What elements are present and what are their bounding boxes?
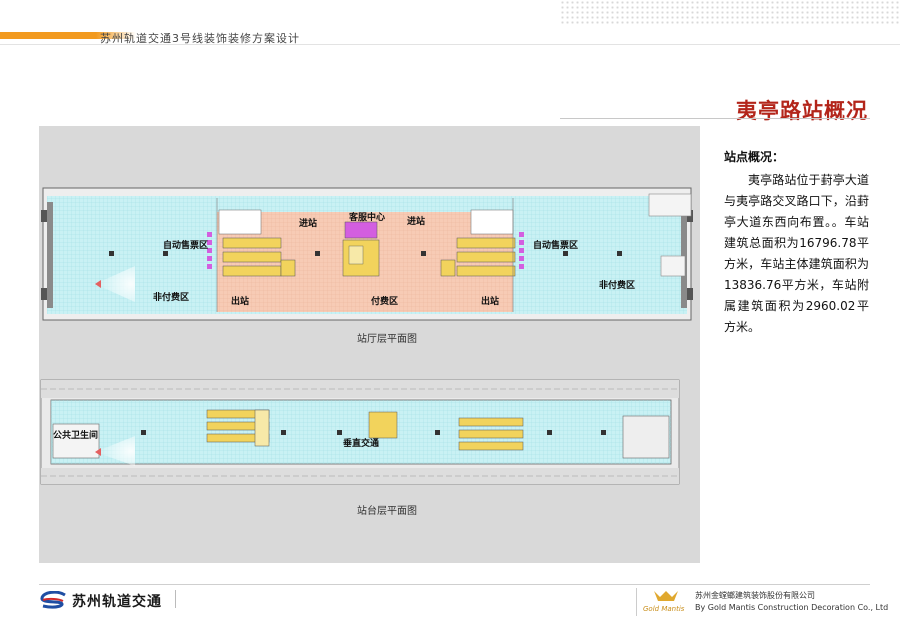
label-vertical-traffic: 垂直交通	[343, 437, 379, 449]
company-name-en: By Gold Mantis Construction Decoration C…	[695, 603, 889, 612]
suzhou-metro-logo-icon	[39, 590, 67, 613]
svg-text:Gold Mantis: Gold Mantis	[643, 605, 685, 613]
label-exit-right: 出站	[481, 295, 499, 307]
label-unpaid-right: 非付费区	[599, 279, 635, 291]
footer-separator	[175, 590, 176, 608]
concourse-caption: 站厅层平面图	[357, 332, 417, 345]
footer-rule	[39, 584, 870, 585]
floor-plan-panel: 自动售票区 自动售票区 进站 进站 客服中心 非付费区 非付费区 出站 出站 付…	[39, 126, 700, 563]
header-accent-fade	[96, 32, 136, 39]
concourse-columns	[109, 251, 622, 256]
label-paid-zone: 付费区	[371, 295, 398, 307]
gold-mantis-logo-icon: Gold Mantis	[642, 589, 692, 617]
company-name-cn: 苏州金螳螂建筑装饰股份有限公司	[695, 591, 815, 600]
fare-gates	[207, 232, 524, 269]
label-unpaid-left: 非付费区	[153, 291, 189, 303]
escalator-group-right	[440, 237, 516, 277]
header-title: 苏州轨道交通3号线装饰装修方案设计	[100, 32, 300, 45]
header-accent-bar	[0, 32, 96, 39]
concourse-plan: 自动售票区 自动售票区 进站 进站 客服中心 非付费区 非付费区 出站 出站 付…	[41, 187, 693, 321]
title-underline	[560, 118, 870, 119]
company-separator	[636, 588, 637, 616]
service-center-booth	[344, 221, 378, 239]
label-enter-right: 进站	[407, 215, 425, 227]
label-exit-left: 出站	[231, 295, 249, 307]
platform-plan: 公共卫生间 垂直交通	[40, 379, 680, 485]
station-title: 夷亭路站概况	[736, 99, 868, 123]
header-dot-pattern	[560, 0, 900, 26]
platform-columns	[141, 430, 606, 435]
info-body: 夷亭路站位于葑亭大道与夷亭路交叉路口下，沿葑亭大道东西向布置。。车站建筑总面积为…	[724, 173, 869, 334]
label-ticket-left: 自动售票区	[163, 239, 208, 251]
footer-brand: 苏州轨道交通	[72, 594, 162, 610]
label-ticket-right: 自动售票区	[533, 239, 578, 251]
platform-caption: 站台层平面图	[357, 504, 417, 517]
label-service-center: 客服中心	[348, 211, 385, 223]
restroom-block	[52, 423, 100, 459]
info-heading: 站点概况：	[724, 150, 785, 164]
label-restroom: 公共卫生间	[53, 429, 98, 441]
label-enter-left: 进站	[299, 217, 317, 229]
platform-escalators	[206, 409, 524, 451]
header-rule	[0, 44, 900, 45]
escalator-group-left	[222, 237, 296, 277]
floor-plan-drawing: 自动售票区 自动售票区 进站 进站 客服中心 非付费区 非付费区 出站 出站 付…	[40, 187, 693, 517]
